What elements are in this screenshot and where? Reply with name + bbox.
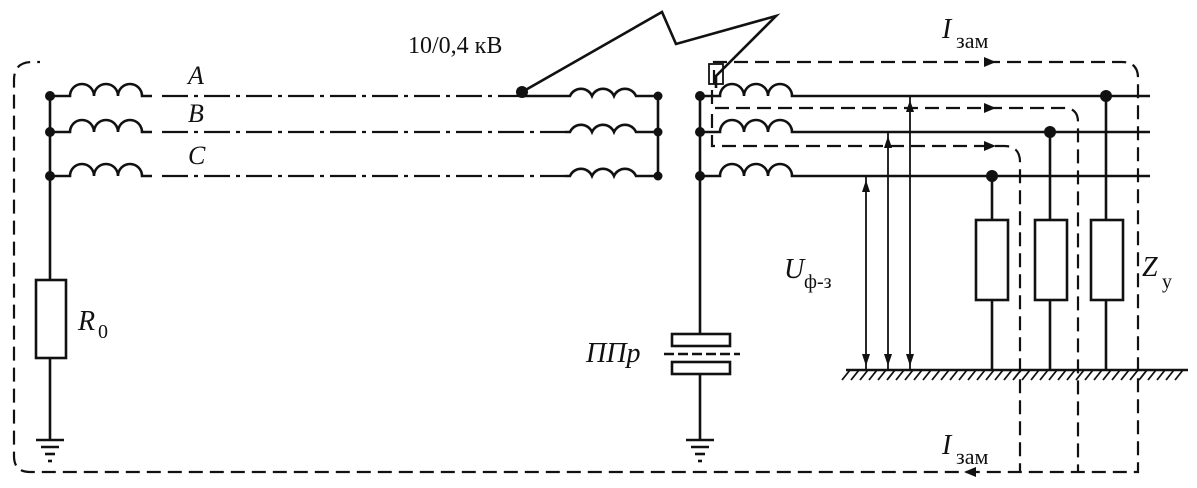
fault-current-outer-loop bbox=[12, 60, 1140, 474]
hv-coil-b bbox=[565, 123, 658, 136]
source-coil-a bbox=[50, 82, 152, 98]
arrow-top bbox=[984, 57, 996, 67]
load-c bbox=[974, 218, 1010, 302]
fault-contact-box bbox=[708, 63, 724, 85]
lv-coil-b bbox=[700, 118, 796, 134]
fault-current-subscript-top: зам bbox=[956, 28, 988, 53]
u-phase-ground-subscript: ф-з bbox=[804, 271, 832, 293]
loads bbox=[974, 96, 1125, 370]
transformer-lv-windings bbox=[695, 82, 796, 334]
fault-current-paths bbox=[12, 57, 1140, 477]
transformer-rating-label: 10/0,4 кВ bbox=[408, 33, 502, 59]
zy-subscript: у bbox=[1162, 271, 1172, 293]
source-windings bbox=[34, 82, 152, 463]
source-coil-c bbox=[50, 162, 152, 178]
phase-c-label: C bbox=[188, 141, 206, 170]
arrow-bottom bbox=[964, 467, 976, 477]
fault-current-subscript-bottom: зам bbox=[956, 444, 988, 469]
fault-current-label-bottom: I bbox=[941, 430, 953, 461]
hv-lines bbox=[162, 86, 565, 178]
fault-current-label-top: I bbox=[941, 14, 953, 45]
fuse-plate-top bbox=[670, 332, 732, 348]
hv-coil-a bbox=[565, 87, 658, 100]
load-b bbox=[1033, 218, 1069, 302]
ground-surface bbox=[841, 368, 1188, 381]
r0-label: R bbox=[77, 306, 95, 337]
source-coil-b bbox=[50, 118, 152, 134]
phase-a-label: A bbox=[186, 61, 204, 90]
lv-lines bbox=[796, 90, 1150, 182]
fault-current-branch-a bbox=[710, 90, 1080, 472]
ppr-label: ППр bbox=[585, 338, 640, 369]
u-phase-ground-label: U bbox=[784, 254, 806, 285]
source-node-a bbox=[45, 91, 55, 101]
r0-subscript: 0 bbox=[98, 321, 108, 343]
lv-coil-a bbox=[700, 82, 796, 98]
breakdown-fuse bbox=[664, 332, 740, 463]
fuse-plate-bottom bbox=[670, 360, 732, 376]
hv-coil-c bbox=[565, 167, 658, 180]
voltage-arrows bbox=[862, 96, 914, 370]
transformer-hv-windings bbox=[565, 87, 663, 181]
fault-current-branch-b bbox=[710, 114, 1022, 472]
zy-label: Z bbox=[1142, 252, 1158, 283]
source-node-b bbox=[45, 127, 55, 137]
lv-coil-c bbox=[700, 162, 796, 178]
source-node-c bbox=[45, 171, 55, 181]
fault-breakdown-zigzag bbox=[521, 10, 781, 94]
resistor-r0 bbox=[34, 278, 68, 360]
load-a bbox=[1089, 218, 1125, 302]
phase-b-label: B bbox=[188, 99, 204, 128]
